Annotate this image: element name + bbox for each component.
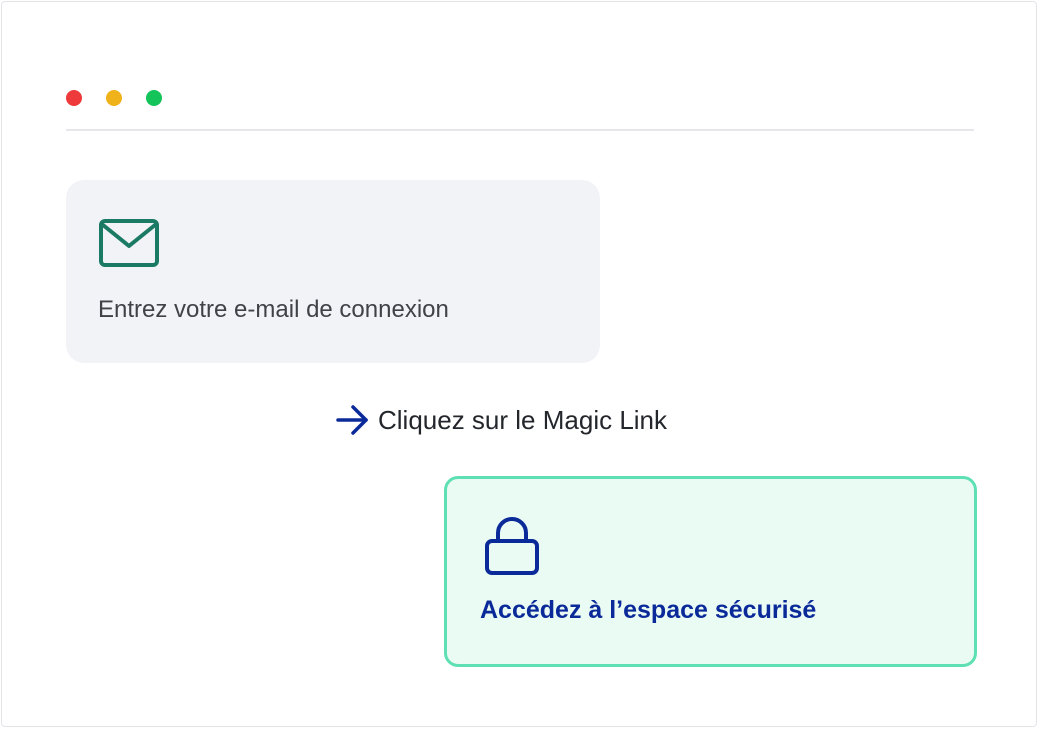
- secure-space-card[interactable]: [444, 476, 977, 667]
- magic-link-step[interactable]: Cliquez sur le Magic Link: [336, 404, 667, 436]
- window-minimize-dot[interactable]: [106, 90, 122, 106]
- header-divider: [66, 129, 974, 131]
- lock-icon: [485, 517, 539, 575]
- arrow-right-icon: [336, 405, 368, 435]
- mail-icon: [99, 219, 159, 267]
- window-maximize-dot[interactable]: [146, 90, 162, 106]
- email-step-label: Entrez votre e-mail de connexion: [98, 296, 449, 323]
- magic-link-label: Cliquez sur le Magic Link: [378, 404, 668, 435]
- window-close-dot[interactable]: [66, 90, 82, 106]
- secure-space-label[interactable]: Accédez à l’espace sécurisé: [480, 596, 817, 624]
- email-step-card: [66, 180, 600, 363]
